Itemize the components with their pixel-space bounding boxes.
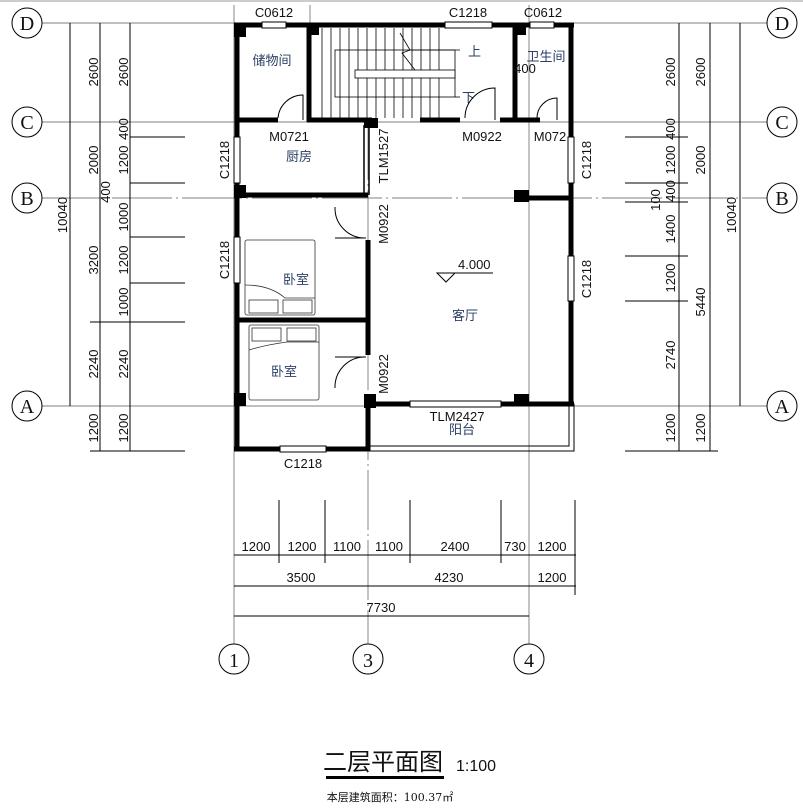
- label-c1218-top: C1218: [449, 5, 487, 20]
- label-m0721: M0721: [269, 129, 309, 144]
- room-label-bedroom-1: 卧室: [283, 272, 309, 288]
- room-label-balcony: 阳台: [449, 423, 475, 438]
- dim-right-middle-2: 2000: [693, 146, 708, 175]
- dim-left-outer-3: 3200: [86, 246, 101, 275]
- dim-right-inner-1: 2600: [663, 58, 678, 87]
- label-c1218-left-kitchen: C1218: [217, 141, 232, 179]
- dim-left-inner-8: 2240: [116, 350, 131, 379]
- walls: [234, 22, 574, 452]
- room-label-kitchen: 厨房: [286, 149, 312, 165]
- dim-right-inner-2: 400: [663, 118, 678, 140]
- axis-label-a-left: A: [20, 396, 35, 418]
- label-c0612-right: C0612: [524, 5, 562, 20]
- doors: [277, 87, 558, 389]
- dim-left-outer-5: 1200: [86, 414, 101, 443]
- dim-bottom-row2-3: 1200: [538, 570, 567, 585]
- room-label-storage: 储物间: [252, 54, 291, 69]
- label-m0922-stair: M0922: [462, 129, 502, 144]
- label-c1218-left-bedroom: C1218: [217, 241, 232, 279]
- axis-label-3: 3: [363, 650, 373, 672]
- axis-label-b-right: B: [775, 188, 788, 210]
- drawing-title: 二层平面图: [323, 748, 443, 776]
- dim-left-inner-2: 400: [116, 118, 131, 140]
- axis-bubbles: D C B A D C B A 1 3 4: [11, 7, 798, 675]
- bed-bedroom-1: [244, 239, 316, 316]
- left-dimensions: 2600 2000 3200 2240 1200 10040 2600 400 …: [55, 23, 185, 452]
- room-label-bedroom-2: 卧室: [271, 364, 297, 380]
- axis-label-c-right: C: [775, 112, 788, 134]
- elevation-marker: 4.000: [435, 257, 493, 283]
- bottom-dimensions: 1200 1200 1100 1100 2400 730 1200 3500 4…: [234, 500, 576, 617]
- label-m0922-bed1: M0922: [376, 204, 391, 244]
- windows: [233, 21, 575, 453]
- dim-bottom-row1-3: 1100: [333, 539, 361, 554]
- dim-right-inner-7: 1200: [663, 264, 678, 293]
- dim-right-inner-8: 2740: [663, 341, 678, 370]
- dim-right-middle-3: 5440: [693, 288, 708, 317]
- dim-left-inner-5: 1000: [116, 203, 131, 232]
- dim-right-inner-4: 400: [663, 180, 678, 202]
- label-c0612-left: C0612: [255, 5, 293, 20]
- dim-left-inner-7: 1000: [116, 288, 131, 317]
- dim-right-inner-3: 1200: [663, 146, 678, 175]
- stair-down-label: 下: [462, 91, 475, 106]
- label-c1218-bottom: C1218: [284, 456, 322, 471]
- dim-left-inner-6: 1200: [116, 246, 131, 275]
- dim-bottom-row1-1: 1200: [242, 539, 271, 554]
- dim-right-inner-5: 100: [648, 189, 663, 211]
- dim-left-inner-9: 1200: [116, 414, 131, 443]
- dim-left-inner-4: 400: [98, 181, 113, 203]
- axis-label-1: 1: [229, 650, 239, 672]
- dim-right-middle-4: 1200: [693, 414, 708, 443]
- dim-left-outer-4: 2240: [86, 350, 101, 379]
- title-underline: [326, 776, 444, 779]
- axis-label-d-left: D: [20, 13, 34, 35]
- label-m0922-bed2: M0922: [376, 354, 391, 394]
- dim-left-outer-2: 2000: [86, 146, 101, 175]
- bed-bedroom-2: [248, 324, 320, 401]
- dim-left-inner-1: 2600: [116, 58, 131, 87]
- dim-bottom-row1-5: 2400: [441, 539, 470, 554]
- floor-area-text: 本层建筑面积：100.37㎡: [327, 790, 454, 804]
- dim-left-outer-1: 2600: [86, 58, 101, 87]
- opening-labels: C0612 C1218 C0612 M0721 M0922 M072 400 T…: [217, 5, 594, 471]
- elevation-value: 4.000: [458, 257, 491, 272]
- label-tlm1527: TLM1527: [376, 129, 391, 184]
- drawing-scale: 1:100: [456, 758, 496, 775]
- label-m072-bath: M072: [534, 129, 567, 144]
- label-tlm2427: TLM2427: [430, 409, 485, 424]
- room-label-living: 客厅: [452, 308, 478, 324]
- axis-label-a-right: A: [775, 396, 790, 418]
- dim-left-total: 10040: [55, 197, 70, 233]
- label-bath-400: 400: [514, 61, 536, 76]
- dim-right-middle-1: 2600: [693, 58, 708, 87]
- axis-label-c-left: C: [20, 112, 33, 134]
- dim-bottom-row1-4: 1100: [375, 539, 403, 554]
- right-dimensions: 2600 400 1200 400 100 1400 1200 2740 120…: [625, 23, 741, 452]
- dim-bottom-row1-6: 730: [504, 539, 526, 554]
- columns: [234, 23, 529, 408]
- dim-bottom-row3-1: 7730: [367, 600, 396, 615]
- dim-right-inner-9: 1200: [663, 414, 678, 443]
- axis-label-4: 4: [524, 650, 534, 672]
- label-c1218-right-lower: C1218: [579, 260, 594, 298]
- dim-bottom-row2-1: 3500: [287, 570, 316, 585]
- dim-bottom-row1-7: 1200: [538, 539, 567, 554]
- dim-right-inner-6: 1400: [663, 215, 678, 244]
- label-c1218-right-upper: C1218: [579, 141, 594, 179]
- dim-left-inner-3: 1200: [116, 146, 131, 175]
- room-label-bathroom: 卫生间: [526, 50, 565, 65]
- axis-label-b-left: B: [20, 188, 33, 210]
- dim-right-total: 10040: [724, 197, 739, 233]
- axis-label-d-right: D: [775, 13, 789, 35]
- dim-bottom-row1-2: 1200: [288, 539, 317, 554]
- grid-lines: [42, 5, 767, 644]
- stair-up-label: 上: [468, 45, 481, 60]
- staircase: [321, 28, 460, 118]
- dim-bottom-row2-2: 4230: [435, 570, 464, 585]
